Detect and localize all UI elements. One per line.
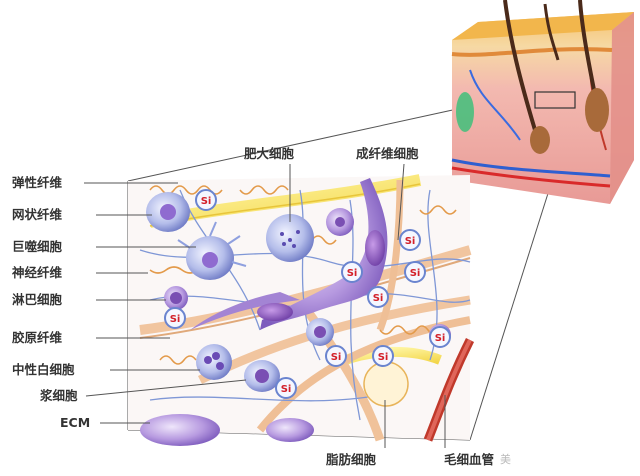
si-marker: Si (341, 261, 363, 283)
skin-block-illustration (451, 0, 634, 204)
label-capillary: 毛细血管 (444, 452, 495, 467)
si-marker: Si (164, 307, 186, 329)
label-lymphocyte: 淋巴细胞 (12, 292, 63, 307)
label-neutrophil: 中性白细胞 (12, 362, 75, 377)
label-macrophage: 巨噬细胞 (12, 239, 63, 254)
label-nerve-fiber: 神经纤维 (12, 265, 63, 280)
si-marker: Si (195, 189, 217, 211)
si-marker: Si (325, 345, 347, 367)
label-plasma-cell: 浆细胞 (40, 388, 78, 403)
si-marker-text: Si (378, 352, 389, 363)
watermark-text: 美 (500, 453, 511, 466)
si-marker: Si (399, 229, 421, 251)
si-marker-text: Si (405, 236, 416, 247)
si-marker: Si (367, 286, 389, 308)
label-ecm: ECM (60, 415, 91, 430)
si-marker-text: Si (435, 333, 446, 344)
si-marker-text: Si (201, 196, 212, 207)
label-elastic-fiber: 弹性纤维 (12, 175, 63, 190)
leader-lines (84, 163, 446, 448)
label-mast-cell: 肥大细胞 (244, 146, 295, 161)
label-adipocyte: 脂肪细胞 (326, 452, 377, 467)
si-marker-text: Si (170, 314, 181, 325)
si-marker-text: Si (281, 384, 292, 395)
si-marker: Si (429, 326, 451, 348)
label-collagen-fiber: 胶原纤维 (12, 330, 63, 345)
label-reticular-fiber: 网状纤维 (12, 207, 63, 222)
si-marker: Si (404, 261, 426, 283)
si-marker: Si (372, 345, 394, 367)
si-marker-text: Si (373, 293, 384, 304)
label-fibroblast: 成纤维细胞 (356, 146, 419, 161)
si-markers: Si Si Si Si Si Si Si Si (164, 189, 451, 399)
si-marker-text: Si (347, 268, 358, 279)
si-marker: Si (275, 377, 297, 399)
si-marker-text: Si (331, 352, 342, 363)
si-marker-text: Si (410, 268, 421, 279)
